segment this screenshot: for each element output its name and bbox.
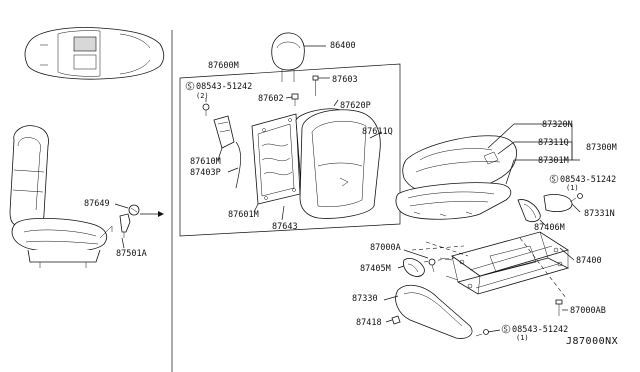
- label-87331N: 87331N: [584, 209, 615, 219]
- part-08543-screw-a: [202, 103, 210, 116]
- label-87601M: 87601M: [228, 210, 259, 220]
- part-87403P-wire: [235, 141, 241, 189]
- part-87000A-bolt: [428, 258, 436, 273]
- part-08543-screw-c: [475, 329, 489, 337]
- circled-s-a: [185, 81, 195, 91]
- label-87320N: 87320N: [542, 120, 573, 130]
- circled-s-a-text: S: [188, 83, 192, 91]
- label-87602: 87602: [258, 94, 284, 104]
- part-87418-clip: [391, 315, 401, 325]
- label-87603: 87603: [332, 75, 358, 85]
- full-seat-illustration: [9, 125, 113, 268]
- label-87400: 87400: [576, 256, 602, 266]
- label-87403P: 87403P: [190, 168, 221, 178]
- car-top-view: [24, 27, 165, 80]
- label-08543-51242-a: 08543-51242: [196, 82, 252, 92]
- label-87311Q: 87311Q: [538, 138, 569, 148]
- label-87301M: 87301M: [538, 156, 569, 166]
- part-87611Q-cover: [299, 109, 381, 219]
- circled-s-b: [549, 174, 559, 184]
- part-87501A-lever: [119, 213, 131, 238]
- part-87311Q-cushion-cover: [402, 135, 517, 195]
- part-87405M-cover: [403, 258, 425, 277]
- label-87501A: 87501A: [116, 249, 147, 259]
- label-87600M: 87600M: [208, 61, 239, 71]
- part-87649-knob: [128, 204, 140, 216]
- label-87406M: 87406M: [534, 223, 565, 233]
- diagram-reference-code: J87000NX: [566, 336, 618, 347]
- label-08543-51242-c: 08543-51242: [512, 325, 568, 335]
- label-87300M: 87300M: [586, 143, 617, 153]
- part-87601M-frame: [251, 113, 301, 205]
- circled-s-c-text: S: [504, 326, 508, 334]
- part-87331N-side-cover: [517, 194, 573, 222]
- label-87000A: 87000A: [370, 243, 401, 253]
- label-86400: 86400: [330, 41, 356, 51]
- label-87330: 87330: [352, 294, 378, 304]
- part-87610M-panel: [213, 115, 235, 149]
- label-qty-b: (1): [566, 184, 579, 192]
- label-qty-c: (1): [516, 334, 529, 342]
- label-87649: 87649: [84, 199, 110, 209]
- circled-s-c: [501, 324, 511, 334]
- label-87620P: 87620P: [340, 101, 371, 111]
- part-87602-clip: [291, 93, 299, 106]
- seat-highlight: [73, 36, 97, 52]
- part-87000AB-bolt: [555, 299, 563, 316]
- label-87418: 87418: [356, 318, 382, 328]
- label-87643: 87643: [272, 222, 298, 232]
- part-87301M-cushion-frame: [395, 182, 512, 220]
- part-87603-bolt: [312, 75, 319, 96]
- direction-arrow: [140, 211, 164, 217]
- label-87611Q: 87611Q: [362, 127, 393, 137]
- circled-s-b-text: S: [552, 176, 556, 184]
- label-87405M: 87405M: [360, 264, 391, 274]
- label-87000AB: 87000AB: [570, 306, 606, 316]
- label-87610M: 87610M: [190, 157, 221, 167]
- part-08543-screw-b: [569, 193, 583, 203]
- part-87400-seat-adjuster: [439, 231, 570, 295]
- backrest-group-box: [179, 63, 401, 237]
- part-87330-side-finisher: [395, 284, 473, 339]
- label-08543-51242-b: 08543-51242: [560, 175, 616, 185]
- part-86400-headrest: [271, 32, 305, 82]
- label-qty-a: (2): [196, 92, 209, 100]
